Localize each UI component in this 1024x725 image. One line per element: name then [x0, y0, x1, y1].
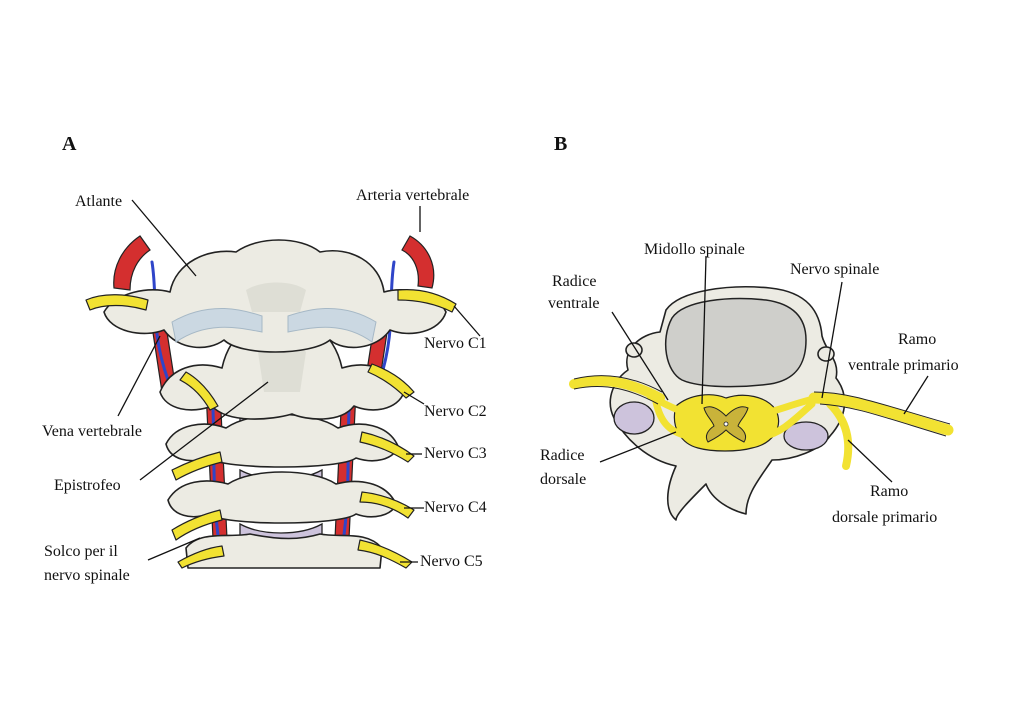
- leader-nervo-spinale: [821, 281, 843, 399]
- vertebral-body-inner: [664, 297, 807, 388]
- nerve-c1-left: [85, 294, 149, 311]
- label-nervo-c2: Nervo C2: [424, 403, 487, 420]
- leader-vena: [117, 335, 161, 417]
- label-midollo-spinale: Midollo spinale: [644, 241, 745, 258]
- nerve-left-ventral-root: [646, 392, 694, 418]
- vertebra-c5: [185, 533, 383, 569]
- label-radice-dorsale-line2: dorsale: [540, 471, 586, 488]
- nerve-right-dorsal-root: [760, 400, 816, 440]
- label-arteria-vertebrale: Arteria vertebrale: [356, 187, 469, 204]
- label-nervo-c5: Nervo C5: [420, 553, 483, 570]
- label-solco-line1: Solco per il: [44, 543, 118, 560]
- leader-epistrofeo: [139, 381, 269, 481]
- nerve-outline-left-lower: [573, 386, 659, 405]
- panel-a-letter: A: [62, 133, 77, 155]
- nerve-c5-right: [357, 539, 413, 569]
- leader-atlante: [131, 199, 197, 277]
- nerve-c1-right: [397, 289, 457, 313]
- label-nervo-c3: Nervo C3: [424, 445, 487, 462]
- label-ramo-ventrale-line2: ventrale primario: [848, 357, 959, 374]
- nerve-left-dorsal-root: [652, 398, 692, 440]
- axis-spinous-shade: [258, 343, 306, 392]
- label-nervo-c1: Nervo C1: [424, 335, 487, 352]
- label-ramo-ventrale-line1: Ramo: [898, 331, 936, 348]
- label-ramo-dorsale-line1: Ramo: [870, 483, 908, 500]
- nerve-outline-left: [573, 375, 663, 393]
- nerve-c3-right: [359, 431, 415, 463]
- ventral-primary-ramus: [808, 392, 954, 436]
- leader-c2: [403, 391, 425, 405]
- leader-ramo-dorsale: [847, 439, 893, 483]
- vertebral-artery-left: [113, 235, 151, 291]
- panel-a: A: [42, 133, 487, 584]
- panel-b: B Midollo spinale Rad: [540, 133, 959, 526]
- label-radice-ventrale-line1: Radice: [552, 273, 596, 290]
- nerve-outline-right: [813, 391, 951, 425]
- central-canal: [723, 421, 729, 427]
- label-radice-dorsale-line1: Radice: [540, 447, 584, 464]
- panel-b-letter: B: [554, 133, 567, 155]
- label-epistrofeo: Epistrofeo: [54, 477, 121, 494]
- dorsal-primary-ramus: [826, 400, 853, 470]
- atlas-shade: [246, 282, 306, 312]
- label-vena-vertebrale: Vena vertebrale: [42, 423, 142, 440]
- nerve-outline-right-lower: [819, 403, 947, 437]
- label-nervo-spinale: Nervo spinale: [790, 261, 879, 278]
- transverse-ligament: [171, 308, 263, 343]
- leader-midollo: [701, 255, 707, 405]
- label-radice-ventrale-line2: ventrale: [548, 295, 600, 312]
- nerve-c4-right: [359, 491, 415, 519]
- transverse-ligament-right: [287, 308, 377, 343]
- foramen-left: [613, 401, 655, 435]
- label-atlante: Atlante: [75, 193, 122, 210]
- label-solco-line2: nervo spinale: [44, 567, 130, 584]
- label-ramo-dorsale-line2: dorsale primario: [832, 509, 937, 526]
- transverse-foramen-right: [817, 346, 835, 362]
- foramen-right: [783, 421, 829, 451]
- leader-ramo-ventrale: [903, 375, 929, 415]
- vertebral-artery-right: [401, 235, 435, 289]
- nerve-c2-right: [367, 363, 415, 399]
- nerve-c4-left: [171, 509, 223, 541]
- nerve-c3-left: [171, 451, 223, 481]
- nerve-c2-left: [179, 371, 219, 411]
- nerve-c5-left: [177, 545, 225, 569]
- leader-radice-ventrale: [611, 311, 669, 401]
- label-nervo-c4: Nervo C4: [424, 499, 487, 516]
- leader-radice-dorsale: [599, 431, 677, 463]
- leader-c1: [453, 305, 481, 337]
- leader-solco: [147, 537, 201, 561]
